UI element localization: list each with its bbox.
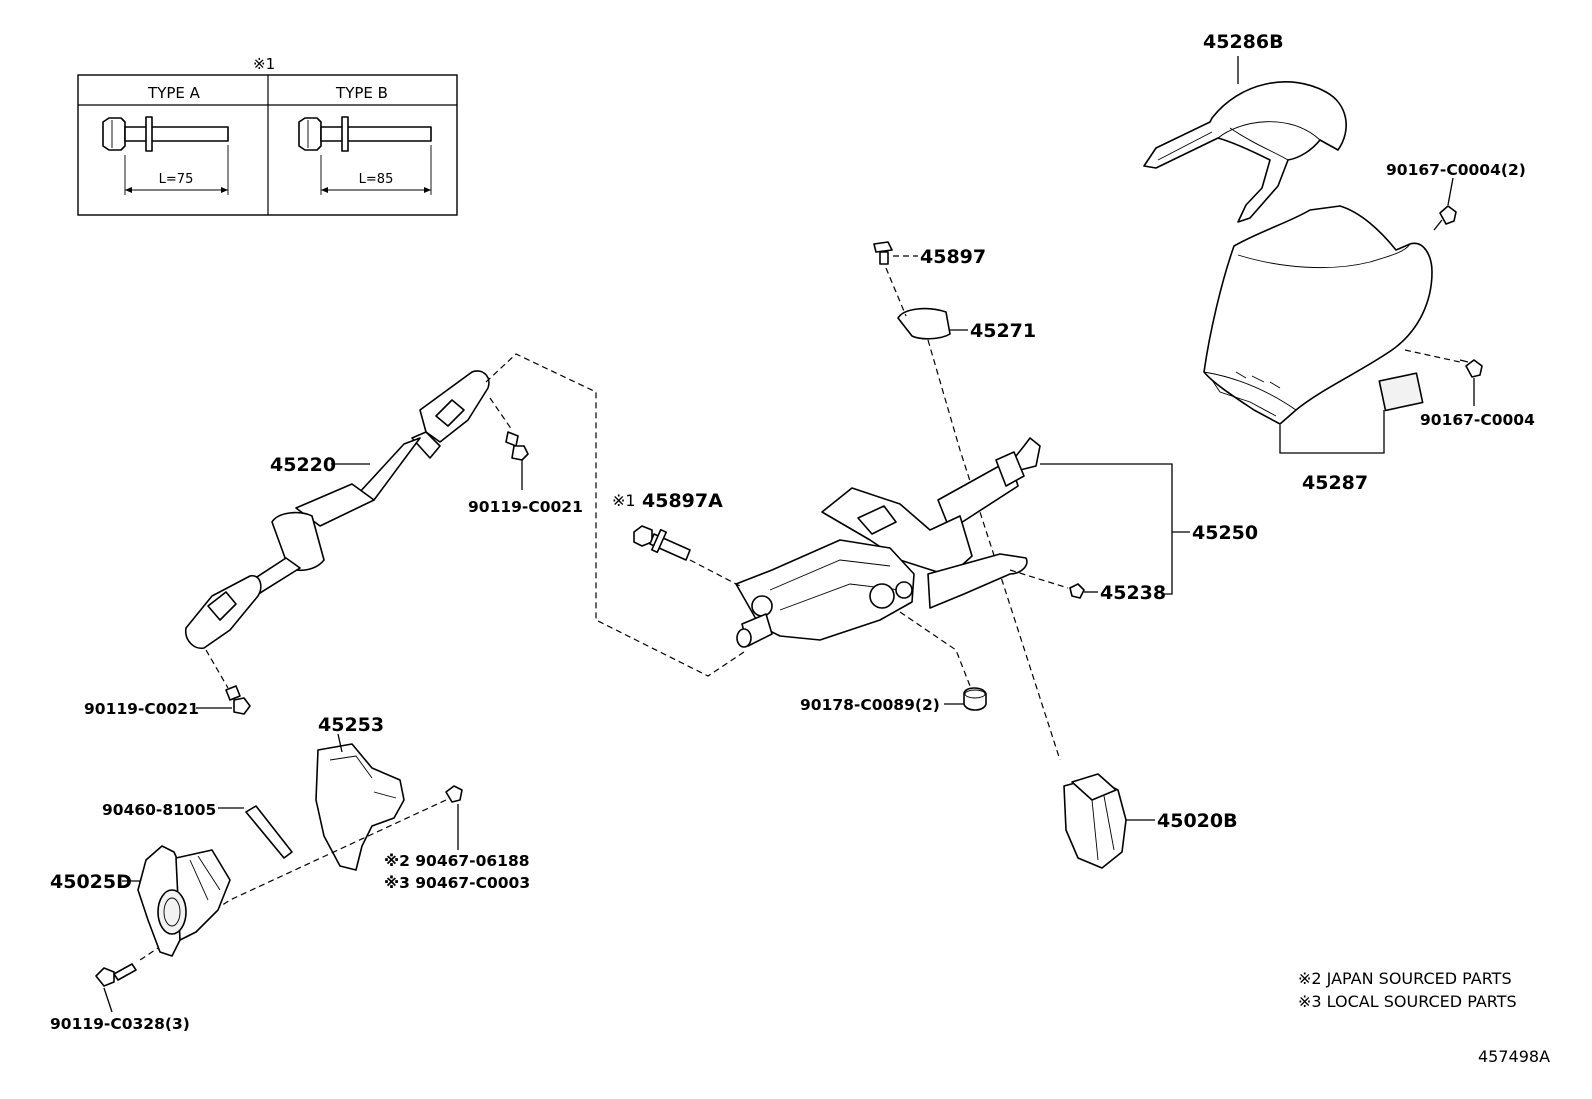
grommet-icon bbox=[963, 687, 987, 711]
bolt-icon bbox=[633, 525, 691, 561]
clip-icon bbox=[445, 785, 463, 803]
label-90119-C0021-upper: 90119-C0021 bbox=[468, 498, 583, 516]
label-90467-06188: ※2 90467-06188 bbox=[384, 852, 530, 870]
clip-icon bbox=[897, 307, 951, 340]
diagram-id: 457498A bbox=[1478, 1047, 1550, 1066]
label-90167-C0004-2: 90167-C0004(2) bbox=[1386, 161, 1526, 179]
label-90467-C0003: ※3 90467-C0003 bbox=[384, 874, 530, 892]
bolt-icon bbox=[95, 963, 137, 987]
label-45250: 45250 bbox=[1192, 522, 1258, 544]
type-b-label: TYPE B bbox=[335, 84, 388, 102]
label-45238: 45238 bbox=[1100, 582, 1166, 604]
type-a-label: TYPE A bbox=[147, 84, 201, 102]
upper-column-cover[interactable] bbox=[1143, 81, 1347, 223]
bolt-icon bbox=[298, 116, 432, 152]
bolt-type-inset: ※1 TYPE A TYPE B L=75 L=85 bbox=[77, 55, 458, 216]
inset-marker: ※1 bbox=[253, 55, 275, 73]
label-90178-C0089-2: 90178-C0089(2) bbox=[800, 696, 940, 714]
label-90460-81005: 90460-81005 bbox=[102, 801, 216, 819]
label-90119-C0021-lower: 90119-C0021 bbox=[84, 700, 199, 718]
label-45287: 45287 bbox=[1302, 472, 1368, 494]
label-45020B: 45020B bbox=[1157, 810, 1238, 832]
steering-column-icon[interactable] bbox=[735, 437, 1041, 648]
column-cover-icon[interactable] bbox=[315, 743, 405, 871]
bolt-icon bbox=[225, 685, 251, 715]
bolt-icon bbox=[1433, 205, 1457, 231]
bolt-icon bbox=[505, 431, 529, 461]
type-a-length: L=75 bbox=[159, 172, 194, 187]
label-45286B: 45286B bbox=[1203, 31, 1284, 53]
label-45271: 45271 bbox=[970, 320, 1036, 342]
clip-icon bbox=[1069, 583, 1085, 599]
label-45253: 45253 bbox=[318, 714, 384, 736]
marker-45897A: ※1 bbox=[612, 491, 636, 510]
label-45220: 45220 bbox=[270, 454, 336, 476]
clip-icon bbox=[245, 805, 293, 859]
bolt-icon bbox=[102, 116, 229, 152]
switch-icon[interactable] bbox=[1063, 773, 1127, 869]
intermediate-shaft-icon[interactable] bbox=[184, 370, 490, 650]
label-45025D: 45025D bbox=[50, 871, 132, 893]
label-90119-C0328-3: 90119-C0328(3) bbox=[50, 1015, 190, 1033]
bolt-icon bbox=[1459, 359, 1483, 378]
label-90167-C0004: 90167-C0004 bbox=[1420, 411, 1535, 429]
column-cover-icon[interactable] bbox=[137, 845, 231, 957]
label-45897: 45897 bbox=[920, 246, 986, 268]
note-local-sourced: ※3 LOCAL SOURCED PARTS bbox=[1298, 992, 1517, 1011]
clip-icon bbox=[873, 241, 893, 265]
note-japan-sourced: ※2 JAPAN SOURCED PARTS bbox=[1298, 969, 1512, 988]
lower-column-cover[interactable] bbox=[1203, 205, 1433, 425]
type-b-length: L=85 bbox=[359, 172, 394, 187]
label-45897A: 45897A bbox=[642, 490, 723, 512]
